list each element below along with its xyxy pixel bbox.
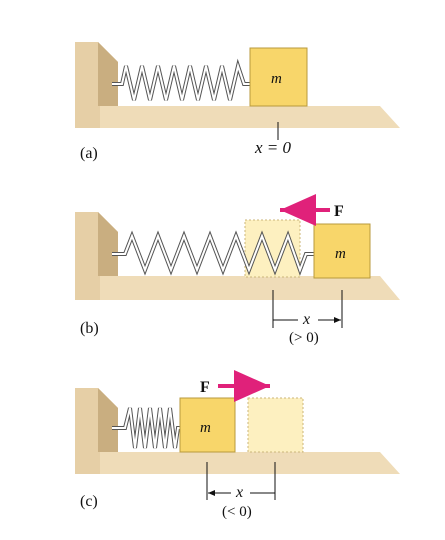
wall-face [98,212,118,276]
x-label: x [302,311,310,328]
caption-c: (c) [80,493,98,510]
wall-face [98,388,118,452]
x-condition: (< 0) [222,504,252,520]
mass-label: m [200,420,211,436]
floor [75,276,400,300]
mass-block [313,223,371,279]
mass-label: m [335,246,346,262]
floor [75,452,400,474]
mass-label: m [271,71,282,87]
panel-b: m F x (> 0) (b) [75,194,400,346]
panel-a: m x = 0 (a) [75,42,400,162]
caption-a: (a) [80,145,98,162]
force-label: F [200,379,210,396]
x-condition: (> 0) [289,330,319,346]
mass-block [249,47,308,107]
wall-face [98,42,118,106]
position-label: x = 0 [254,138,292,157]
panel-c: m F x (< 0) (c) [75,370,400,520]
equilibrium-ghost-block [247,397,304,453]
force-label: F [334,203,344,220]
x-label: x [235,484,243,501]
caption-b: (b) [80,320,99,337]
mass-block [179,397,236,453]
floor [75,106,400,128]
